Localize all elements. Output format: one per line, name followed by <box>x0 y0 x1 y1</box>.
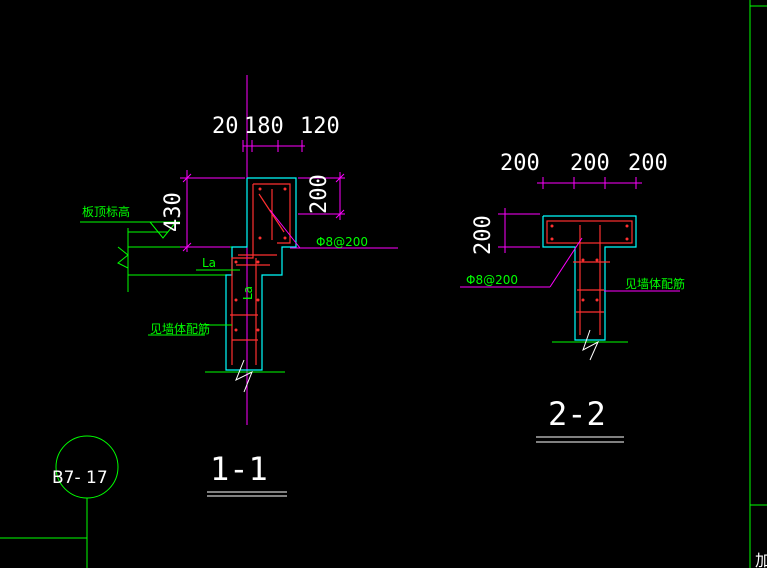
dim-label-180: 180 <box>244 114 284 139</box>
dim-label-120: 120 <box>300 114 340 139</box>
dim-label-200-c: 200 <box>628 151 668 176</box>
section-title-1: 1-1 <box>210 450 268 488</box>
detail-bubble: B7- 17 <box>0 435 119 568</box>
slab-level-label: 板顶标高 <box>82 204 130 219</box>
section-2-2: 200 200 200 200 Φ8@200 见墙体配筋 2-2 <box>460 151 685 443</box>
rebar-2 <box>546 220 633 335</box>
anchor-label-vertical: La <box>241 286 255 300</box>
section-1-1: 20 180 120 430 200 板顶标高 La La Φ8@200 见墙体… <box>80 75 398 497</box>
dimension-lines-2 <box>460 177 680 292</box>
wall-rebar-label-2: 见墙体配筋 <box>625 276 685 291</box>
dim-label-430: 430 <box>161 192 186 232</box>
dimension-lines-1 <box>180 140 398 252</box>
detail-bubble-text: B7- 17 <box>52 468 108 488</box>
rebar-dots-2 <box>550 224 629 302</box>
dim-label-200: 200 <box>307 174 332 214</box>
dimension-ticks-1 <box>182 173 345 252</box>
concrete-outline-2 <box>542 215 637 341</box>
concrete-outline-1 <box>225 177 297 371</box>
rebar-label-1: Φ8@200 <box>316 235 368 249</box>
corner-text: 加 <box>755 551 767 568</box>
section-title-2: 2-2 <box>548 395 606 433</box>
dim-label-height-2: 200 <box>471 215 496 255</box>
rebar-dots-1 <box>234 187 287 332</box>
rebar-1 <box>230 183 291 365</box>
anchor-lines-1 <box>148 269 240 336</box>
dim-label-200-b: 200 <box>570 151 610 176</box>
break-symbol-1 <box>205 359 285 393</box>
anchor-label-horizontal: La <box>202 256 216 270</box>
wall-rebar-label-1: 见墙体配筋 <box>150 321 210 336</box>
break-symbol-2 <box>552 329 628 361</box>
drawing-frame <box>749 0 767 568</box>
dim-label-200-a: 200 <box>500 151 540 176</box>
dim-label-20: 20 <box>212 114 239 139</box>
rebar-label-2: Φ8@200 <box>466 273 518 287</box>
